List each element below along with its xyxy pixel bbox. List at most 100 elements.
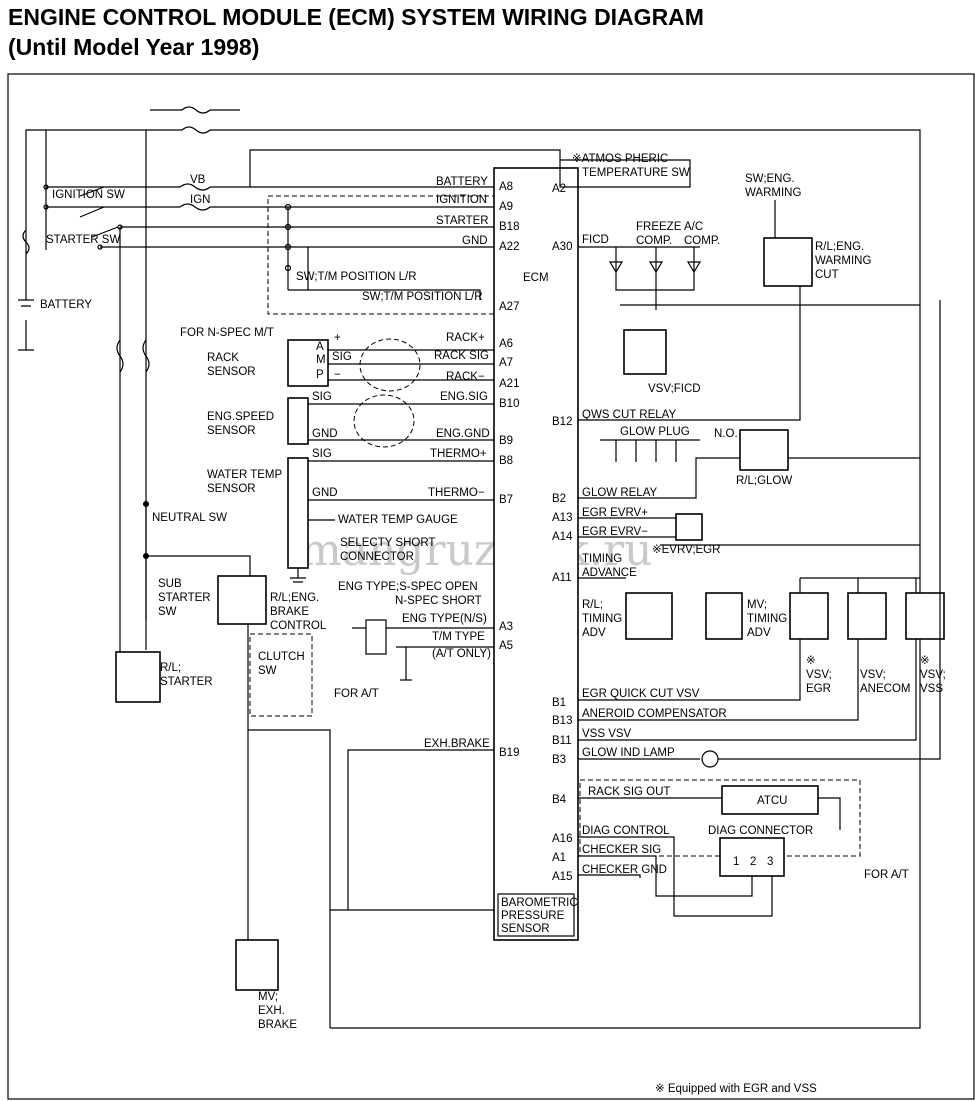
rl-timing-l3: ADV bbox=[582, 627, 606, 639]
sig-tm-type: T/M TYPE bbox=[432, 631, 485, 643]
sig-at-only: (A/T ONLY) bbox=[432, 648, 491, 660]
amp-a: A bbox=[316, 341, 324, 353]
sig-glow-relay: GLOW RELAY bbox=[582, 487, 658, 499]
eng-speed-symbol bbox=[287, 397, 309, 445]
footnote: ※ Equipped with EGR and VSS bbox=[655, 1083, 817, 1095]
rack-sensor-l1: RACK bbox=[207, 352, 239, 364]
no-label: N.O. bbox=[714, 428, 738, 440]
diag-pin-1: 1 bbox=[733, 856, 739, 868]
vsv-ficd-label: VSV;FICD bbox=[648, 383, 701, 395]
vsv-vss-symbol bbox=[905, 592, 945, 640]
glow-plug-label: GLOW PLUG bbox=[620, 426, 690, 438]
vsv-anecom-l1: VSV; bbox=[860, 669, 886, 681]
brake-relay-symbol bbox=[217, 575, 267, 625]
page-title: ENGINE CONTROL MODULE (ECM) SYSTEM WIRIN… bbox=[8, 2, 704, 62]
rl-starter-l1: R/L; bbox=[160, 662, 181, 674]
diag-pin-2: 2 bbox=[750, 856, 756, 868]
pin-a8: A8 bbox=[499, 181, 513, 193]
ac-l2: COMP. bbox=[684, 235, 720, 247]
sig-egr-p: EGR EVRV+ bbox=[582, 507, 648, 519]
pin-b3: B3 bbox=[552, 754, 566, 766]
clutch-sw-l2: SW bbox=[258, 665, 277, 677]
pin-a1: A1 bbox=[552, 852, 566, 864]
baro-line-3: SENSOR bbox=[501, 923, 550, 935]
vsv-anecom-l2: ANECOM bbox=[860, 683, 910, 695]
sig-thermo-minus: THERMO− bbox=[428, 487, 485, 499]
sub-starter-l2: STARTER bbox=[158, 592, 211, 604]
pin-b7: B7 bbox=[499, 494, 513, 506]
sig-eng-gnd: ENG.GND bbox=[436, 428, 490, 440]
rl-brake-l1: R/L;ENG. bbox=[270, 592, 319, 604]
pin-b2: B2 bbox=[552, 493, 566, 505]
warming-relay-symbol bbox=[763, 237, 813, 287]
sig-qws: QWS CUT RELAY bbox=[582, 409, 676, 421]
freeze-l2: COMP. bbox=[636, 235, 672, 247]
ecm-box bbox=[493, 167, 579, 941]
pin-b12: B12 bbox=[552, 416, 572, 428]
pin-a13: A13 bbox=[552, 512, 572, 524]
n-spec-label: FOR N-SPEC M/T bbox=[180, 327, 274, 339]
rl-glow-label: R/L;GLOW bbox=[736, 475, 792, 487]
title-line-2: (Until Model Year 1998) bbox=[8, 34, 260, 60]
tm-pos-sw-label: SW;T/M POSITION L/R bbox=[296, 271, 417, 283]
ign-label: IGN bbox=[190, 194, 210, 206]
rl-brake-l2: BRAKE bbox=[270, 606, 309, 618]
title-line-1: ENGINE CONTROL MODULE (ECM) SYSTEM WIRIN… bbox=[8, 4, 704, 30]
vsv-vss-l1: ※ bbox=[920, 655, 930, 667]
rack-sensor-l2: SENSOR bbox=[207, 366, 256, 378]
sig-eng-sig: ENG.SIG bbox=[440, 391, 488, 403]
diagram-frame bbox=[7, 73, 975, 1100]
vsv-ficd-symbol bbox=[623, 329, 667, 375]
pin-b1: B1 bbox=[552, 697, 566, 709]
pin-b18: B18 bbox=[499, 221, 519, 233]
mv-timing-l3: ADV bbox=[747, 627, 771, 639]
water-temp-gnd: GND bbox=[312, 487, 338, 499]
mv-timing-symbol bbox=[705, 592, 743, 640]
eng-speed-sig: SIG bbox=[312, 391, 332, 403]
sig-rack-plus: RACK+ bbox=[446, 332, 485, 344]
atmos-l2: TEMPERATURE SW bbox=[582, 167, 690, 179]
mv-timing-l2: TIMING bbox=[747, 613, 787, 625]
sig-ficd: FICD bbox=[582, 234, 609, 246]
pin-a27: A27 bbox=[499, 301, 519, 313]
ecm-right-pins: A2 A30 B12 B2 A13 A14 A11 B1 B13 B11 B3 … bbox=[552, 183, 573, 883]
starter-brake-labels: NEUTRAL SW SUB STARTER SW R/L; STARTER R… bbox=[152, 512, 490, 1031]
selecty-l2: CONNECTOR bbox=[340, 551, 414, 563]
rl-warming-l1: R/L;ENG. bbox=[815, 241, 864, 253]
mv-exh-l2: EXH. bbox=[258, 1005, 285, 1017]
baro-line-2: PRESSURE bbox=[501, 910, 565, 922]
sig-ignition: IGNITION bbox=[436, 194, 487, 206]
selecty-l1: SELECTY SHORT bbox=[340, 537, 435, 549]
diag-connector-box bbox=[719, 837, 785, 877]
diag-pin-3: 3 bbox=[767, 856, 773, 868]
glow-relay-symbol bbox=[739, 429, 789, 471]
sig-thermo-plus: THERMO+ bbox=[430, 448, 487, 460]
evrv-egr-symbol bbox=[675, 513, 703, 541]
eng-type-note-l2: N-SPEC SHORT bbox=[395, 595, 482, 607]
eng-speed-l2: SENSOR bbox=[207, 425, 256, 437]
rl-timing-l1: R/L; bbox=[582, 599, 603, 611]
battery-label: BATTERY bbox=[40, 299, 92, 311]
sig-eng-type: ENG TYPE(N/S) bbox=[402, 613, 487, 625]
baro-line-1: BAROMETRIC bbox=[501, 897, 578, 909]
water-temp-gauge: WATER TEMP GAUGE bbox=[338, 514, 458, 526]
eng-speed-gnd: GND bbox=[312, 428, 338, 440]
rl-timing-l2: TIMING bbox=[582, 613, 622, 625]
neutral-sw-label: NEUTRAL SW bbox=[152, 512, 227, 524]
rack-sensor-symbol bbox=[287, 339, 329, 387]
sub-starter-l3: SW bbox=[158, 606, 177, 618]
sig-vss: VSS VSV bbox=[582, 728, 632, 740]
clutch-sw-l1: CLUTCH bbox=[258, 651, 305, 663]
timing-relay-symbol bbox=[625, 592, 673, 640]
atmos-l1: ※ATMOS PHERIC bbox=[572, 153, 668, 165]
pin-a30: A30 bbox=[552, 241, 572, 253]
for-at-right: FOR A/T bbox=[864, 869, 909, 881]
sig-rack-minus: RACK− bbox=[446, 371, 485, 383]
watermark: mangruzovik.ru bbox=[300, 525, 652, 576]
pin-b13: B13 bbox=[552, 715, 572, 727]
ignition-sw-label: IGNITION SW bbox=[52, 189, 125, 201]
ac-l1: A/C bbox=[684, 221, 703, 233]
pin-b8: B8 bbox=[499, 455, 513, 467]
sig-glow-ind: GLOW IND LAMP bbox=[582, 747, 675, 759]
atcu-label: ATCU bbox=[757, 795, 787, 807]
